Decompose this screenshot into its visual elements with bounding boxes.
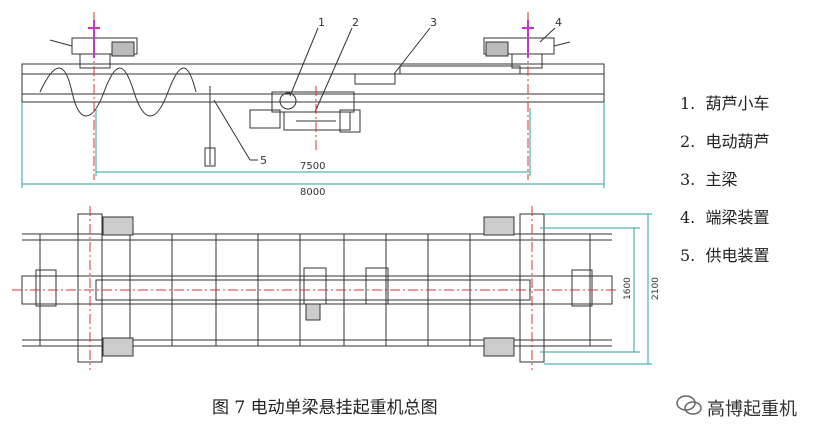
main-girder-elevation [21,63,605,103]
festoon-cable [39,67,197,117]
watermark: 高博起重机 [707,399,797,420]
legend-item-5: 5. 供电装置 [680,246,770,265]
end-beam-plan-right [483,213,593,363]
callout-1: 1 [318,16,325,29]
figure-caption: 图 7 电动单梁悬挂起重机总图 [212,398,438,418]
callout-2: 2 [352,16,359,29]
wechat-icon [676,395,702,415]
dim-span-outer: 8000 [300,187,325,198]
end-beam-plan-left [35,213,134,363]
legend-item-3: 3. 主梁 [680,170,738,189]
hoist-plan [303,267,389,321]
dim-rail-inner: 1600 [623,277,633,300]
callout-4: 4 [555,16,562,29]
end-beam-right [483,37,571,69]
callout-5: 5 [260,154,267,167]
legend-item-1: 1. 葫芦小车 [680,94,770,113]
legend-item-2: 2. 电动葫芦 [680,132,770,151]
legend-item-4: 4. 端梁装置 [680,208,770,227]
dim-span-inner: 7500 [300,161,325,172]
callout-3: 3 [430,16,437,29]
hoist-elevation [249,91,361,133]
dim-rail-outer: 2100 [651,277,661,300]
